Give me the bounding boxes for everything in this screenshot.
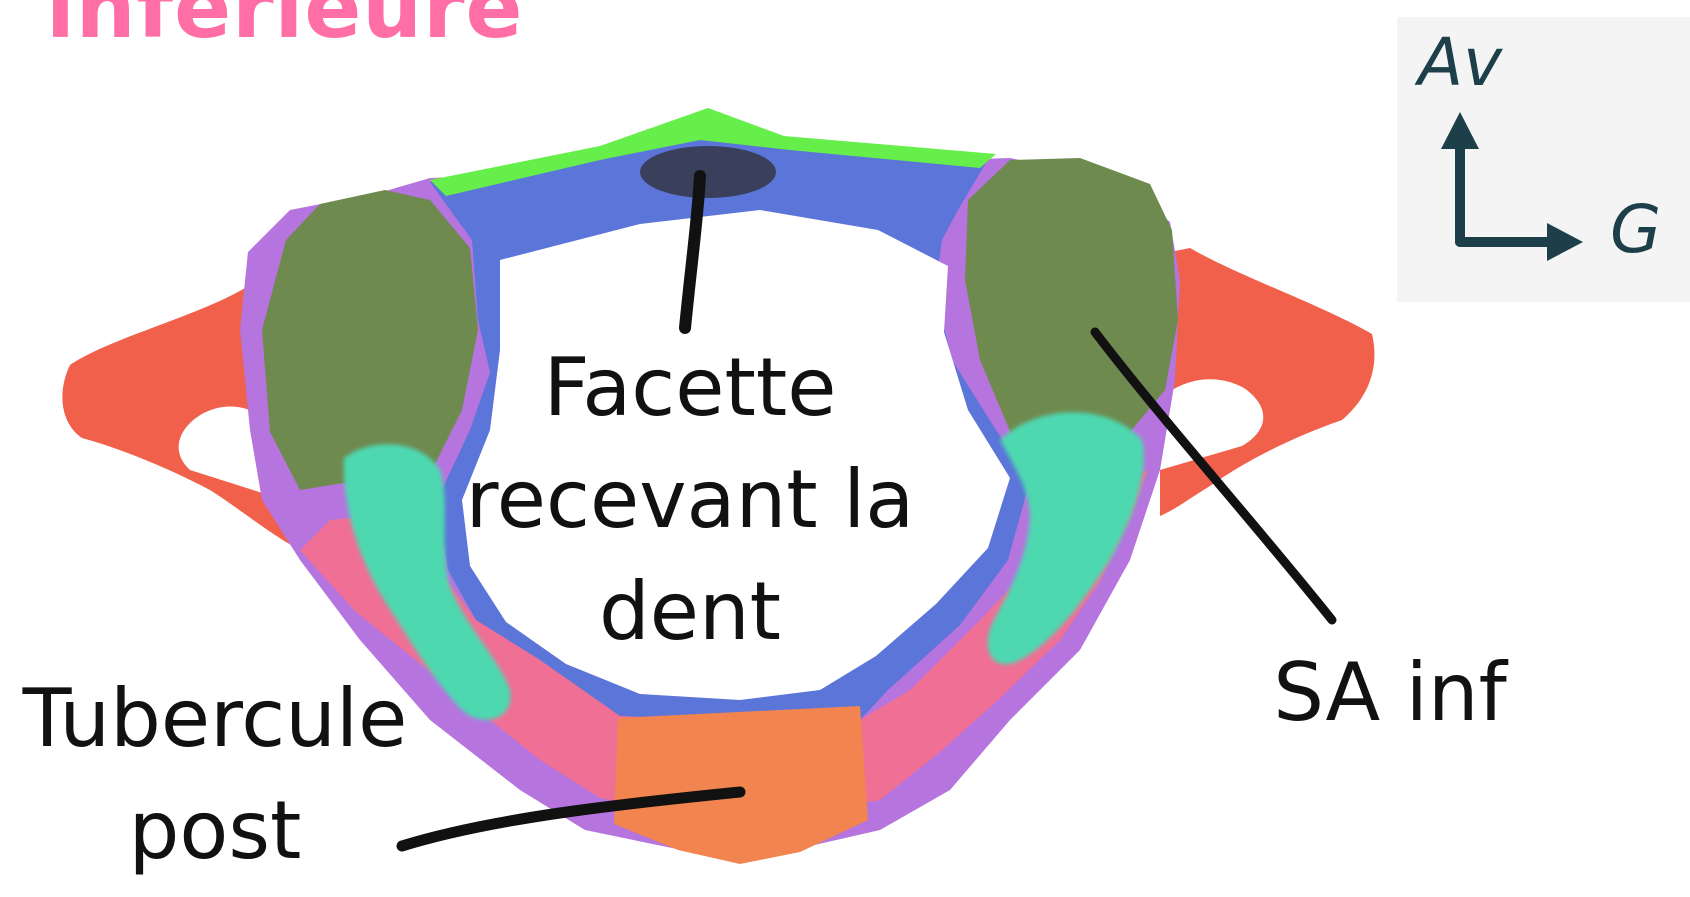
facette-label-line-1: Facette	[430, 332, 950, 444]
tubercule-label-line-2: post	[0, 775, 430, 887]
left-transverse-process	[1160, 248, 1374, 516]
tubercule-label-line-1: Tubercule	[0, 663, 430, 775]
dens-facet	[640, 146, 776, 198]
anterior-direction-label: Av	[1418, 28, 1502, 98]
facette-label-line-3: dent	[430, 556, 950, 668]
tubercule-label: Tubercule post	[0, 663, 430, 887]
anterior-arrowhead-icon	[1441, 112, 1479, 149]
left-arrowhead-icon	[1547, 223, 1583, 261]
sa-inf-label: SA inf	[1240, 637, 1540, 749]
facette-label-line-2: recevant la	[430, 444, 950, 556]
facette-label: Facette recevant la dent	[430, 332, 950, 668]
left-direction-label: G	[1610, 195, 1661, 265]
figure-title: inferieure	[46, 0, 524, 58]
